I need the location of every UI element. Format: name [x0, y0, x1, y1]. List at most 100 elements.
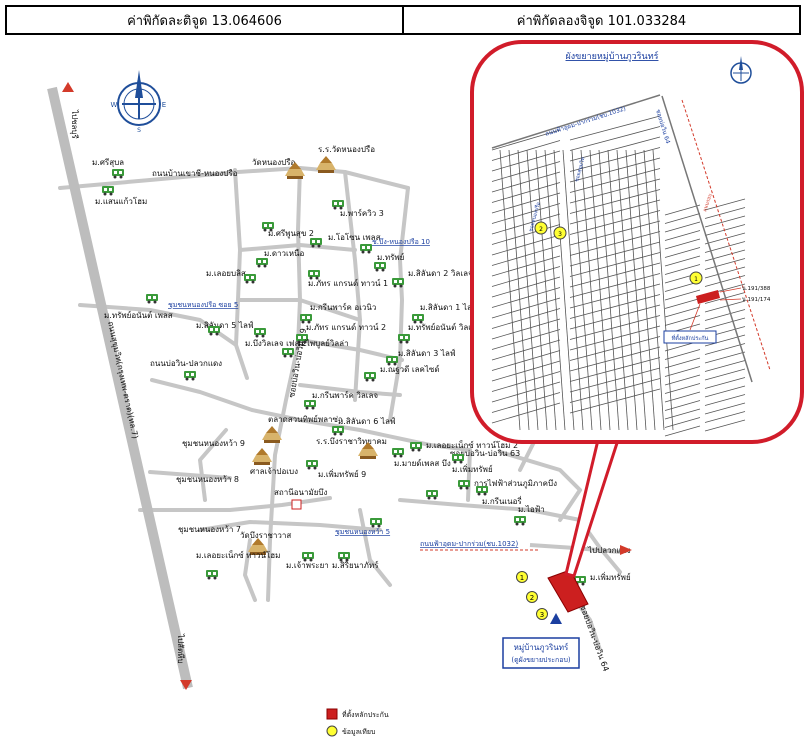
- legend-collateral-swatch: [326, 708, 338, 720]
- place-label: ม.กรีนเนอรี่: [482, 495, 522, 506]
- place-label: ม.โอโซน เพลส: [328, 232, 381, 242]
- compass-e: E: [162, 101, 166, 109]
- place-label: ม.พาร์ควิว 3: [340, 208, 384, 218]
- place-label: ม.ภัทร แกรนด์ ทาวน์ 1: [308, 278, 388, 288]
- place-label: ม.ศรีสุบล: [92, 158, 124, 167]
- place-label: ม.สิลันดา 5 ไลฟ์: [196, 320, 254, 330]
- to-chonburi-arrow: ไปชลบุรี: [62, 82, 79, 140]
- to-chonburi-label: ไปชลบุรี: [70, 109, 79, 140]
- place-label: ช.บึง-หนองปรือ 10: [372, 237, 430, 246]
- inset-road-top: [491, 94, 661, 149]
- place-label: ชุมชนหนองหว้า 5: [335, 528, 390, 536]
- place-label: การไฟฟ้าส่วนภูมิภาคบึง: [474, 479, 557, 489]
- place-label: ม.สิลันดา 6 ไลฟ์: [338, 416, 396, 426]
- inset-connector: [564, 438, 621, 578]
- place-label: ม.ทรัพย์อนันต์ วิลเลจ: [408, 322, 481, 332]
- place-label: ม.เลอยะเน็กซ์ ทาวน์โฮม 2: [426, 440, 518, 450]
- place-label: ม.ดาวเหนือ: [264, 249, 304, 258]
- place-label: วัดหนองปรือ: [252, 158, 296, 167]
- place-label: วัดบึงราชาวาส: [240, 531, 291, 540]
- inset-marker-3: 3: [558, 231, 562, 238]
- inset-subdivision-grid: [491, 115, 746, 437]
- place-label: ม.สิลันดา 2 วิลเลจ: [408, 269, 473, 278]
- place-label: ม.เลอยบลิส: [206, 269, 246, 278]
- place-label: ม.ไพบูลย์วิลล่า: [298, 338, 349, 349]
- place-label: ม.เพิ่มทรัพย์ 9: [318, 468, 366, 479]
- place-label: ชุมชนหนองปรือ ซอย 5: [168, 301, 238, 309]
- legend-collateral-label: ที่ตั้งหลักประกัน: [342, 708, 389, 719]
- latitude-label: ค่าพิกัดละติจูด 13.064606: [127, 13, 282, 29]
- place-label: ม.มายด์เพลส บึง: [394, 458, 451, 468]
- place-label: ชุมชนหนองหว้า 8: [176, 475, 239, 484]
- place-label: ม.ทรัพย์: [377, 252, 404, 262]
- inset-site-label: ที่ตั้งหลักประกัน: [671, 334, 708, 342]
- compass-rose-icon: N W E S: [111, 70, 166, 134]
- legend-reference-label: ข้อมูลเทียบ: [342, 728, 375, 736]
- place-label: สถานีอนามัยบึง: [274, 488, 327, 497]
- inset-map: ผังขยายหมู่บ้านภูวรินทร์ ถนนฟ้าอุดม-ปากร…: [470, 40, 804, 444]
- to-pluakdaeng-label: ไปปลวกแดง: [587, 546, 631, 555]
- project-pointer: [550, 613, 562, 624]
- road-1032: ถนนฟ้าอุดม-ปากร่วม(ชบ.1032): [420, 540, 518, 548]
- school-icon: [316, 156, 336, 173]
- inset-road-right: [661, 95, 753, 383]
- place-label: ม.กรีนพาร์ค อเวนิว: [310, 302, 376, 312]
- reference-markers: 1 2 3: [516, 571, 548, 620]
- place-label: ม.สิลันดา 1 ไลฟ์: [420, 302, 478, 312]
- coordinate-header: ค่าพิกัดละติจูด 13.064606 ค่าพิกัดลองจิจ…: [5, 5, 801, 35]
- inset-marker-1: 1: [694, 276, 698, 283]
- road-nongprue: ถนนบ้านเขาชี-หนองปรือ: [152, 169, 238, 178]
- place-label: ชุมชนหนองหว้า 9: [182, 439, 245, 448]
- project-label-box: [502, 637, 580, 669]
- place-label: ม.กรีนพาร์ค วิลเลจ: [312, 390, 378, 400]
- inset-parcel-a: น.191/388: [742, 286, 771, 292]
- road-network: [58, 166, 622, 602]
- place-label: ชุมชนหนองหว้า 7: [178, 525, 241, 534]
- road-pattaya: ถนนบ่อวิน-ปลวกแดง: [150, 359, 222, 368]
- place-labels: ม.ศรีสุบล ม.แสนแก้วโฮม วัดหนองปรือ ร.ร.ว…: [92, 145, 631, 586]
- marker-1: 1: [520, 574, 524, 582]
- compass-s: S: [137, 127, 141, 134]
- inset-red-label: ถนนรอบ: [702, 193, 713, 213]
- place-label: ม.ศรีพูนสุข 2: [268, 229, 314, 239]
- to-pluakdaeng-arrow: ไปปลวกแดง: [587, 545, 632, 555]
- project-title: หมู่บ้านภูวรินทร์: [514, 642, 569, 653]
- inset-title: ผังขยายหมู่บ้านภูวรินทร์: [566, 50, 659, 62]
- collateral-site: [547, 569, 589, 613]
- inset-collateral: [696, 290, 720, 304]
- place-label: ม.ไอฟ้า: [518, 505, 545, 514]
- place-label: ร.ร.บึงราชาวิทยาคม: [316, 437, 387, 446]
- place-label: ศาลเจ้าปอเบง: [250, 467, 298, 476]
- place-label: ม.เพิ่มทรัพย์: [452, 463, 493, 474]
- legend-reference-swatch: [326, 725, 338, 737]
- place-label: ม.ทรัพย์อนันต์ เพลส: [104, 310, 173, 320]
- road-bowin-63: ซอยบ่อวิน-บ่อวิน 63: [450, 449, 520, 458]
- place-label: ม.ณฐวดี เลคไซด์: [380, 364, 440, 374]
- inset-parcel-b: น.191/174: [742, 297, 771, 303]
- hospital-icon: [291, 499, 302, 510]
- to-sattahip-label: ไปสัตหีบ: [176, 633, 185, 664]
- place-label: ม.เจ้าพระยา: [286, 561, 329, 570]
- fuel-station-icon: [146, 294, 158, 304]
- place-label: ม.บึงวิลเลจ เฟส 2: [245, 339, 307, 348]
- road-bowin-64: ชอยบ่อวิน-บ่อวิน 64: [578, 604, 610, 673]
- place-label: ม.เพิ่มทรัพย์: [590, 571, 631, 582]
- marker-2: 2: [530, 594, 534, 602]
- place-label: ม.ภัทร แกรนด์ ทาวน์ 2: [306, 322, 386, 332]
- inset-marker-2: 2: [539, 226, 543, 233]
- place-label: ม.แสนแก้วโฮม: [95, 196, 147, 206]
- power-station-icon: [184, 371, 196, 381]
- marker-3: 3: [540, 611, 544, 619]
- place-label: ร.ร.วัดหนองปรือ: [318, 145, 375, 154]
- to-sattahip-arrow: ไปสัตหีบ: [176, 633, 192, 690]
- compass-w: W: [111, 101, 118, 109]
- inset-compass-icon: [730, 56, 752, 84]
- inset-red-route: [681, 99, 771, 371]
- sukhumvit-highway: [47, 86, 193, 690]
- place-label: ม.สิริยนาภัทร์: [332, 560, 379, 570]
- place-label: ม.เลอยะเน็กซ์ ทาวน์โฮม: [196, 550, 280, 560]
- compass-n: N: [137, 80, 142, 87]
- map-legend: ที่ตั้งหลักประกัน ข้อมูลเทียบ: [326, 708, 389, 737]
- longitude-label: ค่าพิกัดลองจิจูด 101.033284: [402, 7, 799, 33]
